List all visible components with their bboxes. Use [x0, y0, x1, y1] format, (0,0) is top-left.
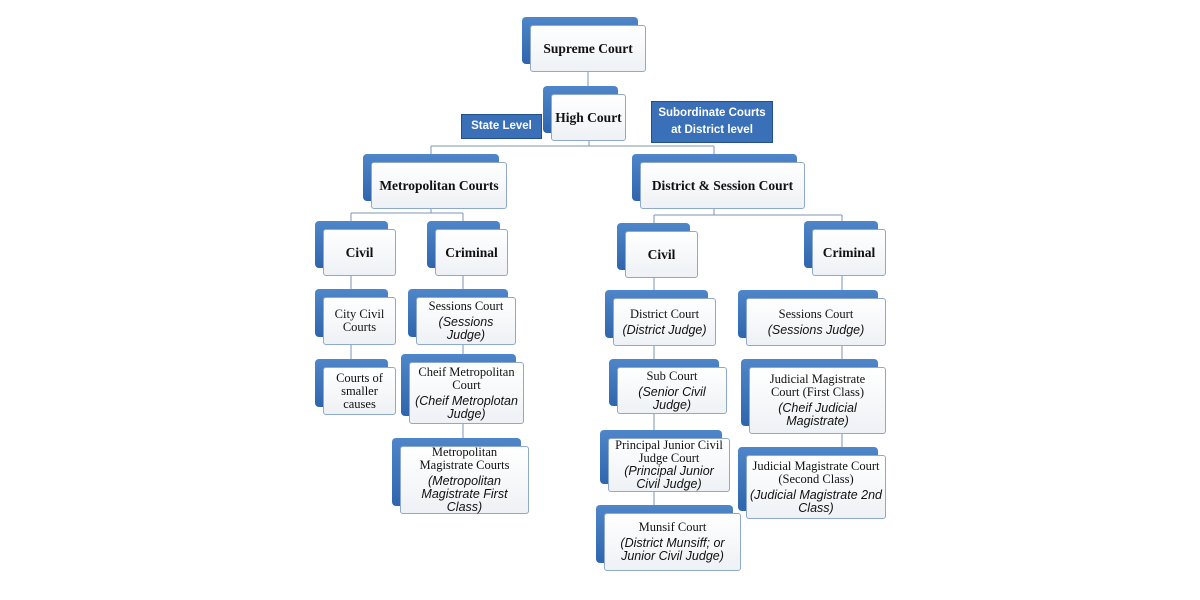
- district-sessions-name: Sessions Court: [778, 306, 854, 321]
- chief-metro-name-line2: Court: [452, 377, 481, 392]
- metro-sessions-judge: (Sessions Judge): [438, 315, 494, 342]
- district-criminal-box: Criminal: [804, 221, 886, 276]
- metro-civil-label: Civil: [345, 244, 374, 260]
- metro-criminal-label: Criminal: [445, 244, 498, 260]
- sub-court-judge: (Senior Civil Judge): [638, 384, 706, 412]
- jm-second-name-line2: (Second Class): [778, 471, 854, 486]
- district-session-court-label: District & Session Court: [651, 177, 794, 193]
- metro-criminal-box: Criminal: [427, 221, 508, 276]
- jm-second-judge-line2: Class): [798, 500, 834, 515]
- metropolitan-courts-label: Metropolitan Courts: [379, 177, 499, 193]
- city-civil-line1: City Civil: [334, 307, 385, 321]
- jm-second-name-line1: Judicial Magistrate Court: [752, 458, 880, 473]
- subordinate-label-line1: Subordinate Courts: [658, 107, 766, 119]
- connector-high-branches: [430, 141, 715, 162]
- principal-junior-name-line2: Judge Court: [638, 451, 700, 465]
- metro-sessions-name: Sessions Court: [428, 299, 504, 313]
- subordinate-courts-tag: Subordinate Courts at District level: [651, 101, 773, 143]
- chief-metropolitan-court-box: Cheif Metropolitan Court (Cheif Metroplo…: [401, 354, 524, 424]
- principal-junior-judge-line1: (Principal Junior: [624, 464, 714, 478]
- principal-junior-name-line1: Principal Junior Civil: [615, 438, 723, 452]
- supreme-court-label: Supreme Court: [543, 40, 633, 56]
- jm-first-name-line2: Court (First Class): [770, 385, 865, 399]
- chief-metro-judge-line1: (Cheif Metroplotan: [415, 393, 518, 408]
- metropolitan-courts-box: Metropolitan Courts: [363, 154, 507, 209]
- jm-first-judge-line1: (Cheif Judicial: [778, 401, 857, 415]
- metro-magistrate-judge-line1: (Metropolitan: [428, 474, 501, 488]
- connector-metro-split: [350, 209, 464, 229]
- district-civil-box: Civil: [617, 223, 698, 278]
- district-civil-label: Civil: [647, 246, 676, 262]
- metro-magistrate-name-line2: Magistrate Courts: [419, 458, 510, 472]
- high-court-box: High Court: [543, 86, 626, 141]
- state-level-tag: State Level: [461, 114, 542, 139]
- sub-court-box: Sub Court (Senior Civil Judge): [609, 359, 727, 414]
- chief-metro-judge-line2: Judge): [447, 406, 486, 421]
- judicial-magistrate-first-class-box: Judicial Magistrate Court (First Class) …: [741, 359, 886, 434]
- district-court-name: District Court: [629, 306, 700, 321]
- metro-civil-box: Civil: [315, 221, 396, 276]
- munsif-judge-line2: Junior Civil Judge): [621, 549, 724, 563]
- metro-magistrate-name-line1: Metropolitan: [431, 445, 498, 459]
- chief-metro-name-line1: Cheif Metropolitan: [418, 364, 515, 379]
- subordinate-label-line2: at District level: [671, 124, 753, 136]
- city-civil-line2: Courts: [342, 320, 377, 334]
- munsif-judge-line1: (District Munsiff; or: [620, 536, 725, 550]
- connector-district-split: [653, 209, 843, 231]
- district-sessions-court-box: Sessions Court (Sessions Judge): [738, 290, 886, 346]
- principal-junior-civil-judge-court-box: Principal Junior Civil Judge Court (Prin…: [600, 430, 730, 492]
- metro-sessions-court-box: Sessions Court (Sessions Judge): [408, 289, 516, 345]
- smaller-causes-courts-box: Courts of smaller causes: [315, 359, 396, 415]
- district-criminal-label: Criminal: [822, 244, 876, 260]
- munsif-court-name: Munsif Court: [638, 520, 707, 534]
- district-session-court-box: District & Session Court: [632, 154, 805, 209]
- munsif-court-box: Munsif Court (District Munsiff; or Junio…: [596, 505, 741, 571]
- metro-magistrate-judge-line2: Magistrate First Class): [421, 487, 508, 514]
- smaller-causes-line2: smaller: [341, 383, 378, 398]
- district-court-box: District Court (District Judge): [605, 290, 716, 346]
- district-sessions-judge: (Sessions Judge): [767, 322, 865, 337]
- sub-court-name: Sub Court: [646, 368, 698, 383]
- jm-first-name-line1: Judicial Magistrate: [769, 372, 866, 386]
- smaller-causes-line3: causes: [343, 396, 376, 411]
- metropolitan-magistrate-courts-box: Metropolitan Magistrate Courts (Metropol…: [392, 438, 529, 514]
- district-court-judge: (District Judge): [622, 322, 707, 337]
- jm-first-judge-line2: Magistrate): [786, 414, 849, 428]
- state-level-label: State Level: [471, 120, 532, 132]
- supreme-court-box: Supreme Court: [522, 17, 646, 72]
- jm-second-judge-line1: (Judicial Magistrate 2nd: [750, 487, 883, 502]
- smaller-causes-line1: Courts of: [336, 370, 383, 385]
- city-civil-courts-box: City Civil Courts: [315, 289, 396, 345]
- high-court-label: High Court: [555, 109, 622, 125]
- principal-junior-judge-line2: Civil Judge): [636, 477, 702, 491]
- judicial-magistrate-second-class-box: Judicial Magistrate Court (Second Class)…: [738, 447, 886, 519]
